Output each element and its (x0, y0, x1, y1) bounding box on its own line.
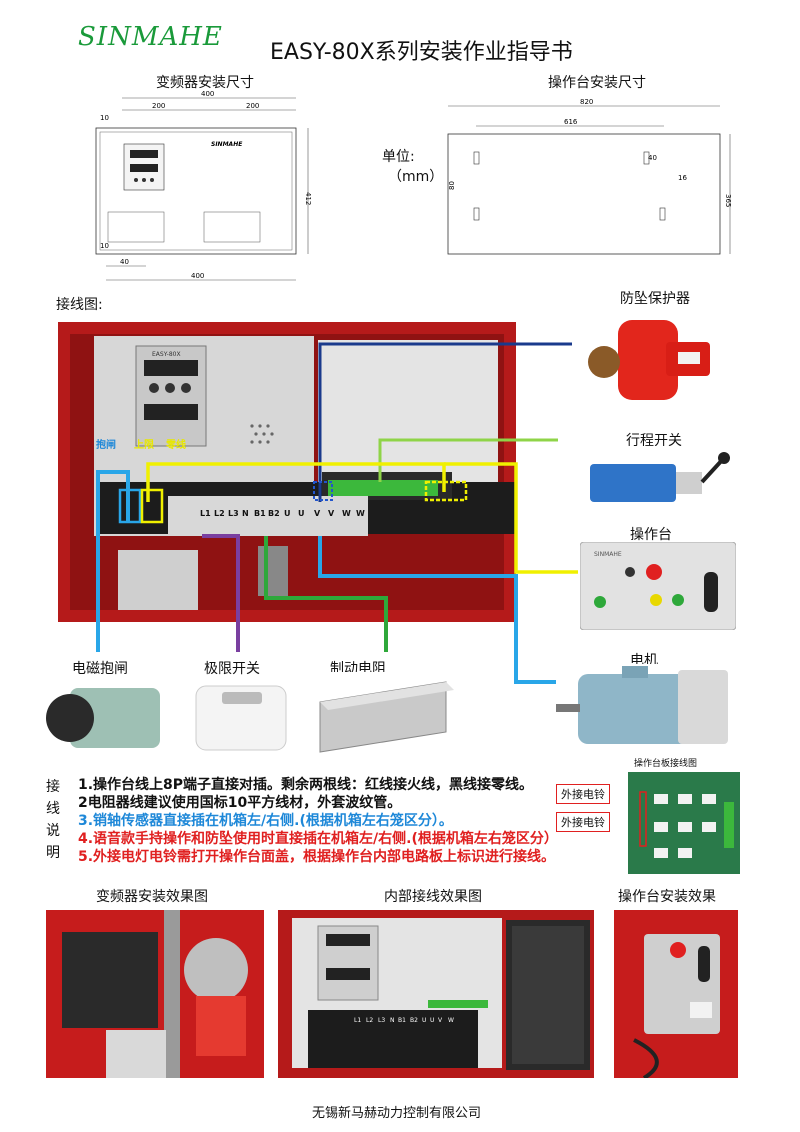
motor-photo (556, 664, 736, 754)
terminal-L3: L3 (228, 509, 239, 518)
dim-200-right: 200 (246, 102, 259, 110)
inverter-dimension-drawing: 400 200 200 10 40 SINMAHE 412 10 40 400 (95, 90, 312, 281)
label-travel-switch: 行程开关 (626, 433, 682, 449)
terminal-L1: L1 (200, 509, 211, 518)
internal-terminal-L1: L1 (354, 1017, 361, 1024)
internal-terminal-L2: L2 (366, 1017, 373, 1024)
label-upper-limit: 上限 (134, 438, 155, 451)
terminal-B1: B1 (254, 509, 266, 518)
label-fall-protector: 防坠保护器 (620, 291, 690, 307)
travel-switch-photo (574, 446, 734, 516)
wiring-diagram: EASY-80X L1 L2 L3 N B1 B2 U U V V W W 抱闸… (58, 322, 578, 684)
wire-console-yellow-2 (444, 462, 578, 574)
dim-412: 412 (304, 192, 312, 205)
internal-terminal-U2: U (430, 1017, 434, 1024)
dim-820: 820 (580, 98, 593, 106)
wire-motor (318, 536, 578, 684)
console-dims-heading: 操作台安装尺寸 (548, 75, 646, 91)
console-dimension-drawing: 820 616 40 16 80 365 (447, 98, 732, 255)
note-1: 1.操作台线上8P端子直接对插。剩余两根线：红线接火线，黑线接零线。 (78, 777, 534, 793)
dim-40-bottom: 40 (120, 258, 129, 266)
inverter-brand: SINMAHE (211, 141, 243, 148)
panel-model: EASY-80X (152, 351, 181, 358)
effect-console-heading: 操作台安装效果 (618, 889, 716, 905)
label-brake: 抱闸 (96, 438, 116, 451)
wire-fall-protector (318, 342, 572, 502)
internal-terminal-U1: U (422, 1017, 426, 1024)
page-title: EASY-80X系列安装作业指导书 (270, 40, 573, 65)
internal-terminal-W: W (448, 1017, 454, 1024)
label-console: 操作台 (630, 527, 672, 543)
terminal-B2: B2 (268, 509, 280, 518)
note-2: 2电阻器线建议使用国标10平方线材，外套波纹管。 (78, 795, 402, 811)
terminal-U1: U (284, 509, 291, 518)
internal-terminal-B1: B1 (398, 1017, 406, 1024)
callout-bell-2: 外接电铃 (556, 812, 610, 832)
dim-616: 616 (564, 118, 578, 126)
terminal-W2: W (356, 509, 365, 518)
console-board-photo (628, 772, 740, 874)
brand-logo: SINMAHE (78, 22, 223, 52)
terminal-W1: W (342, 509, 351, 518)
terminal-V2: V (328, 509, 335, 518)
dim-10-bottom: 10 (100, 242, 109, 250)
dim-40: 40 (648, 154, 657, 162)
terminal-L2: L2 (214, 509, 225, 518)
callout-bell-1: 外接电铃 (556, 784, 610, 804)
terminal-V1: V (314, 509, 321, 518)
unit-label: 单位: (382, 149, 415, 165)
internal-terminal-L3: L3 (378, 1017, 385, 1024)
note-5: 5.外接电灯电铃需打开操作台面盖，根据操作台内部电路板上标识进行接线。 (78, 849, 556, 865)
terminal-U2: U (298, 509, 305, 518)
console-photo: SINMAHE (580, 542, 736, 630)
effect-internal-heading: 内部接线效果图 (384, 889, 482, 905)
label-brake: 电磁抱闸 (72, 661, 128, 677)
effect-inverter-photo (46, 910, 264, 1078)
dim-200-left: 200 (152, 102, 165, 110)
inverter-dims-heading: 变频器安装尺寸 (156, 75, 254, 91)
effect-console-photo (614, 910, 738, 1078)
company-footer: 无锡新马赫动力控制有限公司 (312, 1106, 482, 1121)
dim-10-top: 10 (100, 114, 109, 122)
wire-console-yellow-1 (146, 462, 446, 502)
notes-side-label: 接 线 说 明 (46, 779, 60, 861)
wire-brake (96, 470, 130, 652)
wire-limit-switch (202, 534, 240, 652)
dim-400-top: 400 (201, 90, 214, 98)
note-3: 3.销轴传感器直接插在机箱左/右侧.(根据机箱左右笼区分）。 (78, 813, 453, 829)
wire-brake-resistor (264, 536, 388, 652)
wiring-heading: 接线图: (56, 297, 103, 313)
dim-16: 16 (678, 174, 687, 182)
effect-internal-photo: L1 L2 L3 N B1 B2 U U V W (278, 910, 594, 1078)
wire-travel-switch (378, 438, 558, 482)
note-4: 4.语音款手持操作和防坠使用时直接插在机箱左/右侧.(根据机箱左右笼区分） (78, 831, 558, 847)
console-outline (447, 133, 721, 255)
dim-400-bottom: 400 (191, 272, 204, 280)
internal-terminal-N: N (390, 1017, 395, 1024)
console-brand: SINMAHE (594, 551, 622, 558)
fall-protector-photo (582, 304, 722, 420)
brake-photo (40, 678, 170, 758)
green-terminal-block (328, 480, 438, 496)
internal-terminal-B2: B2 (410, 1017, 418, 1024)
board-caption: 操作台板接线图 (634, 759, 698, 769)
terminal-N: N (242, 509, 249, 518)
label-neutral: 零线 (165, 438, 186, 451)
dim-80: 80 (448, 181, 456, 190)
unit-value: （mm） (388, 169, 444, 185)
dim-365: 365 (724, 194, 732, 207)
label-limit-switch: 极限开关 (204, 661, 260, 677)
limit-switch-photo (186, 678, 296, 758)
brake-resistor-photo (306, 672, 456, 762)
effect-inverter-heading: 变频器安装效果图 (96, 889, 208, 905)
internal-terminal-V: V (438, 1017, 443, 1024)
wiring-notes: 1.操作台线上8P端子直接对插。剩余两根线：红线接火线，黑线接零线。 2电阻器线… (78, 776, 638, 866)
